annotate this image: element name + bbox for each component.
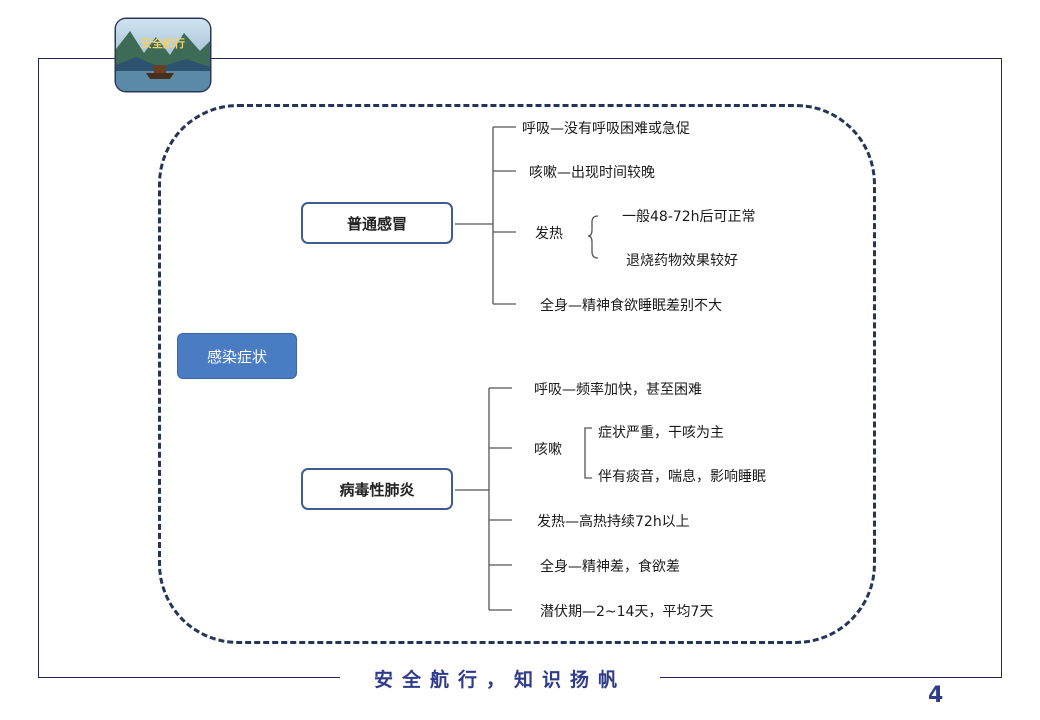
pneumonia-breathing-text: 呼吸—频率加快，甚至困难 <box>534 382 702 398</box>
page-number: 4 <box>928 683 944 708</box>
mindmap-container <box>158 104 876 644</box>
cold-fever-sub2-text: 退烧药物效果较好 <box>626 253 738 269</box>
root-node: 感染症状 <box>178 334 296 378</box>
branch-node-common-cold: 普通感冒 <box>301 202 453 244</box>
branch-node-viral-pneumonia: 病毒性肺炎 <box>301 468 453 510</box>
logo-text: 安全航行 <box>141 37 185 50</box>
cold-fever-sub1-text: 一般48-72h后可正常 <box>622 209 756 225</box>
cold-fever-text: 发热 <box>535 226 563 242</box>
cold-breathing-text: 呼吸—没有呼吸困难或急促 <box>522 121 690 137</box>
footer-slogan: 安全航行，知识扬帆 <box>373 669 626 691</box>
cold-cough-text: 咳嗽—出现时间较晚 <box>529 165 655 181</box>
pneumonia-fever-text: 发热—高热持续72h以上 <box>537 514 690 530</box>
pneumonia-cough-sub2-text: 伴有痰音，喘息，影响睡眠 <box>598 469 766 485</box>
cold-body-text: 全身—精神食欲睡眠差别不大 <box>540 298 722 314</box>
landscape-image-icon <box>116 19 210 91</box>
pneumonia-cough-sub1-text: 症状严重，干咳为主 <box>598 425 724 441</box>
footer-gap <box>340 666 660 690</box>
logo: 安全航行 <box>116 19 210 91</box>
pneumonia-incubation-text: 潜伏期—2~14天，平均7天 <box>540 604 714 620</box>
pneumonia-cough-text: 咳嗽 <box>534 442 562 458</box>
pneumonia-body-text: 全身—精神差，食欲差 <box>540 559 680 575</box>
